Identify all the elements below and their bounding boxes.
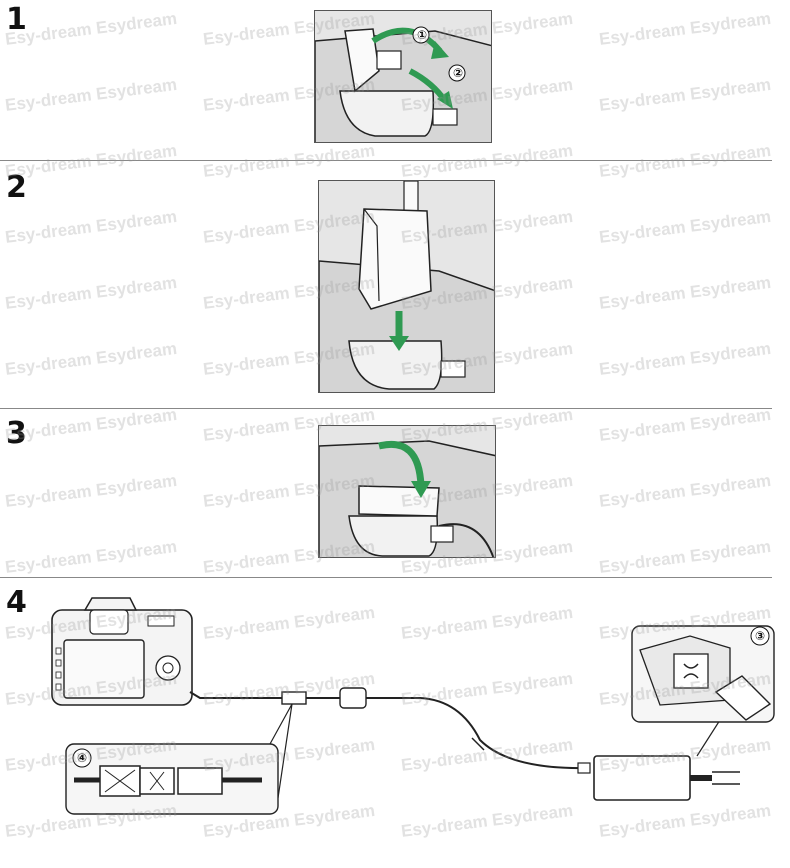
connection-diagram: ③ ④	[51, 597, 775, 815]
divider-3	[0, 577, 772, 578]
step-number-1: 1	[6, 2, 27, 37]
watermark-text: Esy-dream Esydream	[598, 272, 772, 313]
watermark-text: Esy-dream Esydream	[4, 338, 178, 379]
watermark-text: Esy-dream Esydream	[598, 470, 772, 511]
watermark-text: Esy-dream Esydream	[598, 404, 772, 445]
power-cable	[189, 687, 591, 774]
panel-step-2	[318, 180, 495, 393]
divider-2	[0, 408, 772, 409]
watermark-text: Esy-dream Esydream	[4, 272, 178, 313]
watermark-text: Esy-dream Esydream	[202, 140, 376, 181]
watermark-text: Esy-dream Esydream	[4, 8, 178, 49]
step-number-2: 2	[6, 170, 27, 205]
open-battery-door-illustration: ① ②	[315, 26, 491, 142]
watermark-text: Esy-dream Esydream	[400, 140, 574, 181]
step-number-4: 4	[6, 585, 27, 620]
watermark-text: Esy-dream Esydream	[598, 338, 772, 379]
callout-open-door: ①	[417, 28, 427, 42]
divider-1	[0, 160, 772, 161]
watermark-text: Esy-dream Esydream	[4, 404, 178, 445]
watermark-text: Esy-dream Esydream	[598, 140, 772, 181]
watermark-text: Esy-dream Esydream	[598, 8, 772, 49]
watermark-text: Esy-dream Esydream	[4, 140, 178, 181]
insert-coupler-illustration	[319, 181, 494, 392]
watermark-text: Esy-dream Esydream	[4, 74, 178, 115]
callout-ac-connect: ③	[755, 629, 765, 643]
ac-adapter-icon	[593, 755, 740, 801]
panel-step-1: ① ②	[314, 10, 492, 143]
callout-open-cover: ②	[453, 66, 463, 80]
camera-icon	[51, 597, 193, 706]
ac-connection-inset: ③	[631, 625, 775, 723]
watermark-text: Esy-dream Esydream	[4, 206, 178, 247]
watermark-text: Esy-dream Esydream	[4, 470, 178, 511]
callout-dc-connect: ④	[77, 751, 87, 765]
watermark-text: Esy-dream Esydream	[4, 536, 178, 577]
watermark-text: Esy-dream Esydream	[598, 536, 772, 577]
watermark-text: Esy-dream Esydream	[598, 206, 772, 247]
dc-connection-inset: ④	[65, 743, 279, 815]
close-battery-door-illustration	[319, 440, 495, 557]
watermark-text: Esy-dream Esydream	[598, 74, 772, 115]
panel-step-3	[318, 425, 496, 558]
step-number-3: 3	[6, 416, 27, 451]
